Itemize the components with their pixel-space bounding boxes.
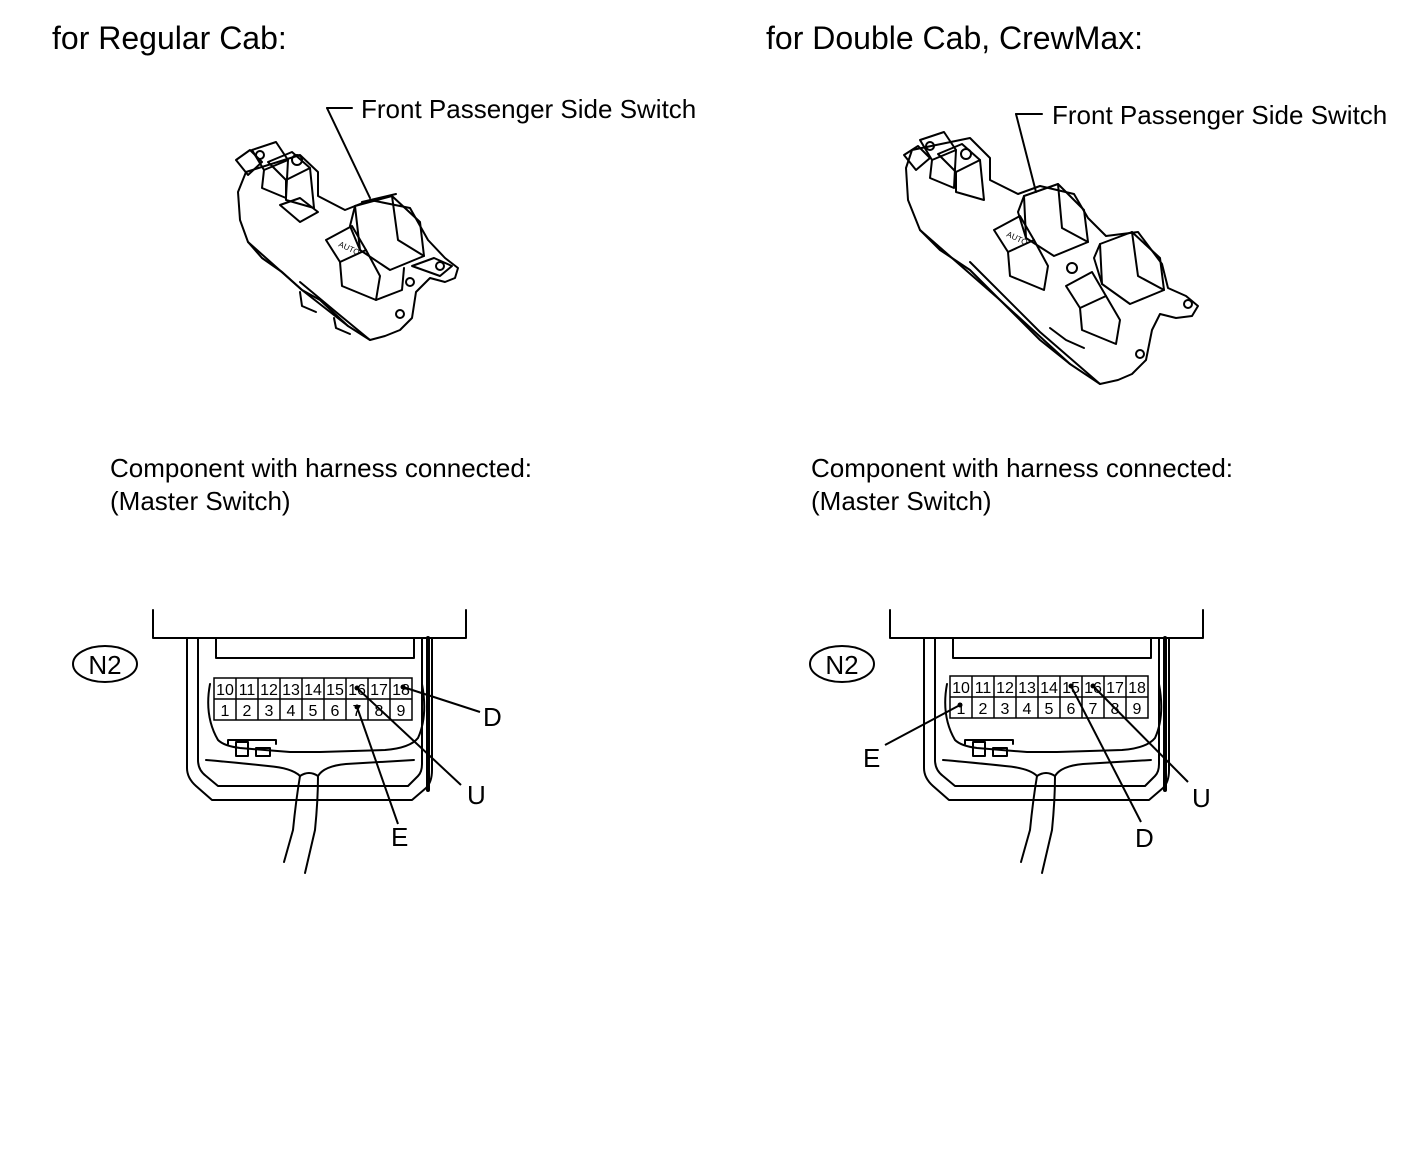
left-pin-7: 7 — [353, 703, 362, 720]
right-terminal-e-label: E — [863, 743, 880, 773]
left-connector-id: N2 — [88, 650, 121, 680]
left-terminal-e-dot — [354, 704, 360, 710]
right-leader-lines — [884, 685, 1189, 823]
right-connector-body — [889, 609, 1204, 801]
right-caption-line1: Component with harness connected: — [811, 453, 1234, 483]
right-pin-18: 18 — [1128, 680, 1146, 697]
right-pin-7: 7 — [1089, 701, 1098, 718]
left-pin-8: 8 — [375, 703, 384, 720]
left-switch-label: Front Passenger Side Switch — [361, 94, 697, 124]
right-pin-12: 12 — [996, 680, 1014, 697]
left-pin-grid: 10 11 12 13 14 15 16 17 18 1 2 3 4 5 6 7… — [213, 677, 413, 721]
left-pin-10: 10 — [216, 682, 234, 699]
right-pin-grid: 10 11 12 13 14 15 16 17 18 1 2 3 4 5 6 7… — [949, 675, 1149, 719]
left-terminal-d-label: D — [483, 702, 502, 732]
left-terminal-e-label: E — [391, 822, 408, 852]
right-pin-14: 14 — [1040, 680, 1058, 697]
left-pin-5: 5 — [309, 703, 318, 720]
right-heading: for Double Cab, CrewMax: — [766, 20, 1144, 56]
right-switch-illustration — [903, 113, 1199, 385]
right-pin-2: 2 — [979, 701, 988, 718]
right-terminal-d-label: D — [1135, 823, 1154, 853]
left-terminal-u-dot — [354, 685, 360, 691]
right-pin-9: 9 — [1133, 701, 1142, 718]
left-terminal-d-dot — [400, 684, 406, 690]
left-pin-4: 4 — [287, 703, 296, 720]
right-pin-1: 1 — [957, 701, 966, 718]
left-pin-18: 18 — [392, 682, 410, 699]
left-caption-line1: Component with harness connected: — [110, 453, 533, 483]
right-pin-15: 15 — [1062, 680, 1080, 697]
left-pin-14: 14 — [304, 682, 322, 699]
right-pin-16: 16 — [1084, 680, 1102, 697]
left-pin-12: 12 — [260, 682, 278, 699]
left-pin-9: 9 — [397, 703, 406, 720]
left-pin-17: 17 — [370, 682, 388, 699]
right-pin-17: 17 — [1106, 680, 1124, 697]
right-pin-6: 6 — [1067, 701, 1076, 718]
right-connector-id: N2 — [825, 650, 858, 680]
right-terminal-e-dot — [957, 702, 963, 708]
right-terminal-u-dot — [1090, 683, 1096, 689]
right-terminal-d-dot — [1068, 683, 1074, 689]
left-pin-16: 16 — [348, 682, 366, 699]
right-switch-label: Front Passenger Side Switch — [1052, 100, 1388, 130]
right-pin-10: 10 — [952, 680, 970, 697]
left-pin-13: 13 — [282, 682, 300, 699]
right-pin-3: 3 — [1001, 701, 1010, 718]
right-terminal-u-label: U — [1192, 783, 1211, 813]
left-pin-6: 6 — [331, 703, 340, 720]
left-terminal-u-label: U — [467, 780, 486, 810]
left-pin-1: 1 — [221, 703, 230, 720]
left-connector-body — [152, 609, 467, 801]
left-pin-3: 3 — [265, 703, 274, 720]
left-connector-id-badge: N2 — [72, 645, 138, 683]
left-pin-15: 15 — [326, 682, 344, 699]
left-caption-line2: (Master Switch) — [110, 486, 291, 516]
left-heading: for Regular Cab: — [52, 20, 287, 56]
left-pin-11: 11 — [239, 682, 256, 699]
right-caption-line2: (Master Switch) — [811, 486, 992, 516]
right-pin-5: 5 — [1045, 701, 1054, 718]
left-switch-illustration — [235, 107, 459, 341]
right-pin-4: 4 — [1023, 701, 1032, 718]
left-pin-2: 2 — [243, 703, 252, 720]
right-pin-13: 13 — [1018, 680, 1036, 697]
right-pin-11: 11 — [975, 680, 992, 697]
right-connector-id-badge: N2 — [809, 645, 875, 683]
left-leader-lines — [356, 686, 481, 825]
